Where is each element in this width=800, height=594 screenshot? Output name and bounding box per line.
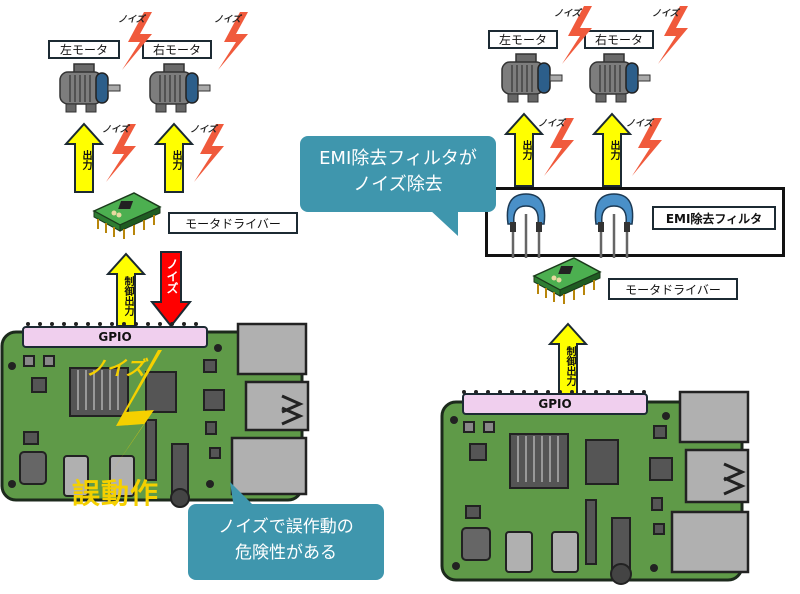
motor-driver-chip-icon (93, 192, 161, 240)
callout-pointer (230, 482, 256, 508)
noise-label: ノイズ (190, 125, 217, 135)
noise-label: ノイズ (554, 9, 581, 19)
raspberry-pi-board (440, 390, 750, 585)
output-label: 出力 (170, 150, 181, 170)
info-callout: EMI除去フィルタが ノイズ除去 (300, 136, 496, 212)
control-output-label: 制御出力 (122, 276, 133, 316)
malfunction-bolt-icon (106, 350, 162, 480)
motor-driver-chip-icon (533, 257, 601, 305)
warning-callout: ノイズで誤作動の 危険性がある (188, 504, 384, 580)
left-motor-label: 左モータ (488, 30, 558, 49)
left-motor-label: 左モータ (48, 40, 120, 59)
output-label: 出力 (520, 140, 531, 160)
left-motor-icon (501, 53, 563, 103)
noise-label: ノイズ (214, 15, 241, 25)
noise-arrow-label: ノイズ (165, 258, 179, 294)
output-arrow-icon (63, 122, 105, 193)
raspberry-pi-board (0, 322, 310, 508)
capacitor-icon (506, 192, 546, 260)
noise-label: ノイズ (652, 9, 679, 19)
noise-label: ノイズ (118, 15, 145, 25)
left-motor-icon (59, 63, 121, 113)
gpio-header: GPIO (22, 326, 208, 348)
callout-line: 危険性がある (235, 543, 337, 563)
callout-line: ノイズで誤作動の (218, 517, 354, 537)
output-label: 出力 (80, 150, 91, 170)
motor-driver-label: モータドライバー (168, 212, 298, 234)
malfunction-label: 誤動作 (72, 477, 160, 510)
emi-filter-label: EMI除去フィルタ (652, 206, 776, 230)
noise-arrow-icon (149, 251, 193, 328)
noise-label: ノイズ (102, 125, 129, 135)
callout-pointer (430, 210, 458, 236)
noise-label: ノイズ (626, 119, 653, 129)
gpio-header: GPIO (462, 393, 648, 415)
callout-line: EMI除去フィルタが (319, 148, 477, 169)
board-noise-label: ノイズ (86, 356, 146, 380)
callout-line: ノイズ除去 (353, 174, 443, 195)
right-motor-label: 右モータ (142, 40, 212, 59)
output-arrow-icon (591, 112, 633, 187)
output-arrow-icon (503, 112, 545, 187)
output-label: 出力 (608, 140, 619, 160)
right-motor-icon (589, 53, 651, 103)
right-motor-icon (149, 63, 211, 113)
capacitor-icon (594, 192, 634, 260)
noise-label: ノイズ (538, 119, 565, 129)
right-motor-label: 右モータ (584, 30, 654, 49)
motor-driver-label: モータドライバー (608, 278, 738, 300)
control-output-label: 制御出力 (564, 346, 575, 386)
output-arrow-icon (153, 122, 195, 193)
